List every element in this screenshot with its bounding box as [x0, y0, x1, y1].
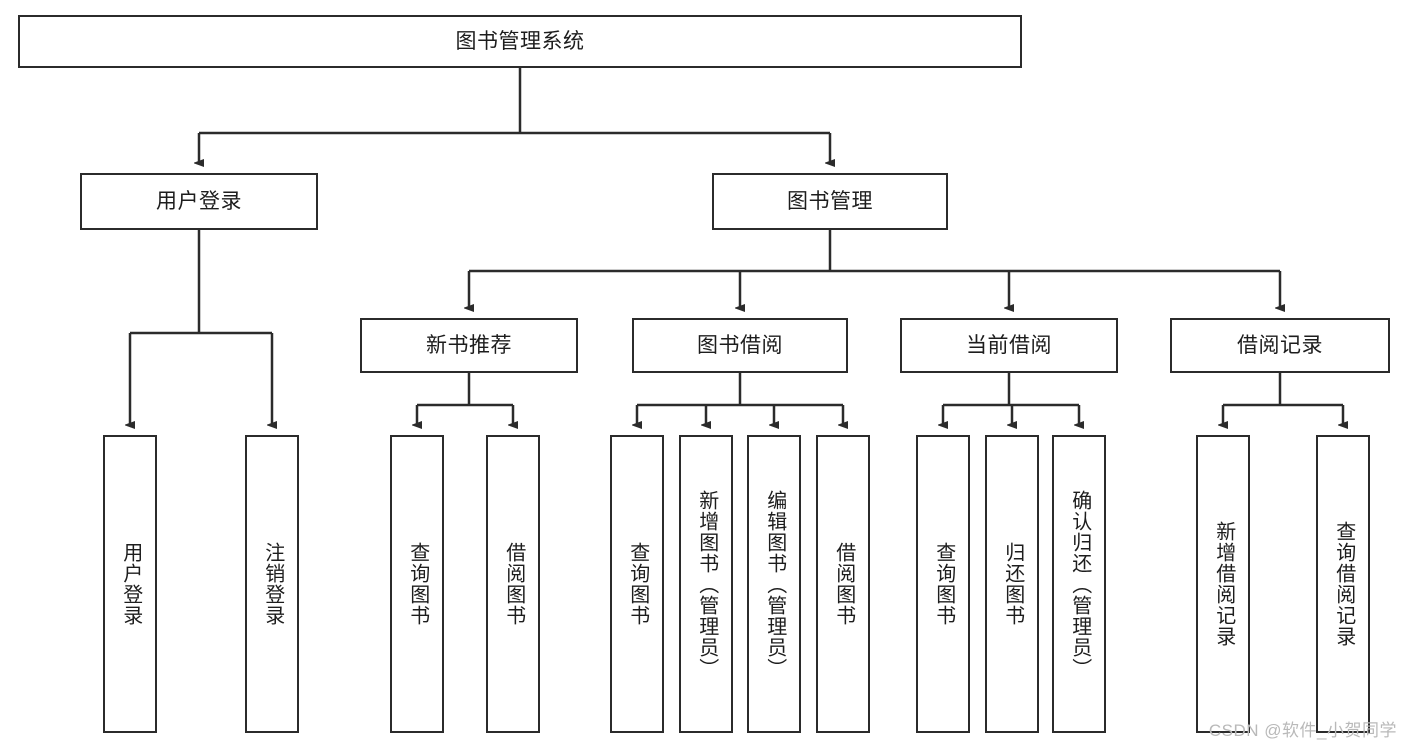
leaf-confirm-return-label: 确认归还（管理员） — [1068, 489, 1091, 679]
node-book-management-label: 图书管理 — [787, 189, 873, 213]
node-root-label: 图书管理系统 — [455, 29, 585, 53]
leaf-query-book-2-label: 查询图书 — [626, 542, 649, 626]
leaf-query-record-label: 查询借阅记录 — [1332, 521, 1355, 647]
leaf-query-book-3[interactable]: 查询图书 — [916, 435, 970, 733]
leaf-query-record[interactable]: 查询借阅记录 — [1316, 435, 1370, 733]
leaf-return-book-label: 归还图书 — [1001, 542, 1024, 626]
node-borrow-record[interactable]: 借阅记录 — [1170, 318, 1390, 373]
node-user-login-label: 用户登录 — [156, 189, 242, 213]
node-user-login[interactable]: 用户登录 — [80, 173, 318, 230]
node-current-borrow-label: 当前借阅 — [966, 333, 1052, 357]
node-book-borrow-label: 图书借阅 — [697, 333, 783, 357]
leaf-query-book-3-label: 查询图书 — [932, 542, 955, 626]
leaf-return-book[interactable]: 归还图书 — [985, 435, 1039, 733]
node-borrow-record-label: 借阅记录 — [1237, 333, 1323, 357]
leaf-add-record-label: 新增借阅记录 — [1212, 521, 1235, 647]
leaf-borrow-book-1[interactable]: 借阅图书 — [486, 435, 540, 733]
leaf-add-book[interactable]: 新增图书（管理员） — [679, 435, 733, 733]
node-root[interactable]: 图书管理系统 — [18, 15, 1022, 68]
leaf-logout[interactable]: 注销登录 — [245, 435, 299, 733]
leaf-add-book-label: 新增图书（管理员） — [695, 489, 718, 679]
node-current-borrow[interactable]: 当前借阅 — [900, 318, 1118, 373]
leaf-query-book-2[interactable]: 查询图书 — [610, 435, 664, 733]
leaf-borrow-book-2-label: 借阅图书 — [832, 542, 855, 626]
leaf-add-record[interactable]: 新增借阅记录 — [1196, 435, 1250, 733]
leaf-edit-book[interactable]: 编辑图书（管理员） — [747, 435, 801, 733]
leaf-borrow-book-1-label: 借阅图书 — [502, 542, 525, 626]
node-new-book-recommend-label: 新书推荐 — [426, 333, 512, 357]
leaf-user-login[interactable]: 用户登录 — [103, 435, 157, 733]
leaf-user-login-label: 用户登录 — [119, 542, 142, 626]
leaf-confirm-return[interactable]: 确认归还（管理员） — [1052, 435, 1106, 733]
edges-group — [130, 68, 1343, 425]
leaf-query-book-1[interactable]: 查询图书 — [390, 435, 444, 733]
leaf-query-book-1-label: 查询图书 — [406, 542, 429, 626]
leaf-logout-label: 注销登录 — [261, 542, 284, 626]
csdn-watermark: CSDN @软件_小贺同学 — [1208, 721, 1397, 740]
leaf-borrow-book-2[interactable]: 借阅图书 — [816, 435, 870, 733]
node-book-borrow[interactable]: 图书借阅 — [632, 318, 848, 373]
leaf-edit-book-label: 编辑图书（管理员） — [763, 489, 786, 679]
node-book-management[interactable]: 图书管理 — [712, 173, 948, 230]
node-new-book-recommend[interactable]: 新书推荐 — [360, 318, 578, 373]
